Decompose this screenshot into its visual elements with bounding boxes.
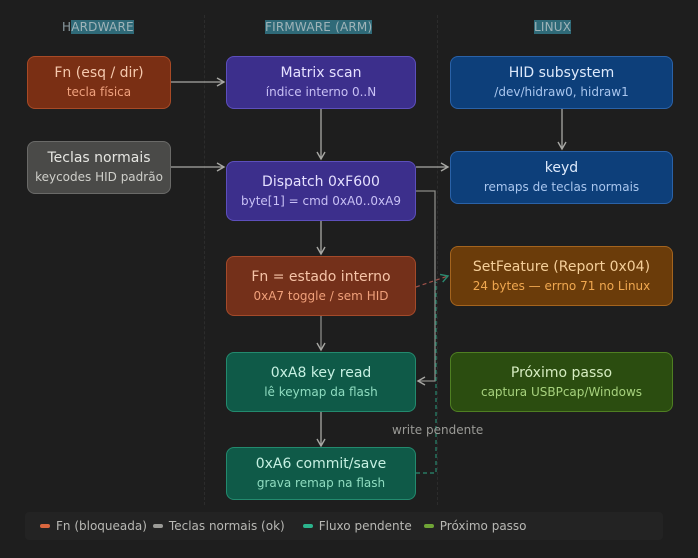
legend-swatch [302, 524, 313, 528]
legend-label: Fn (bloqueada) [56, 519, 147, 533]
node-title: Fn = estado interno [251, 268, 391, 285]
column-title-hardware-rest: ARDWARE [71, 20, 134, 34]
node-subtitle: captura USBPcap/Windows [480, 384, 643, 399]
column-separator [437, 15, 438, 505]
node-subtitle: lê keymap da flash [264, 384, 378, 399]
legend-swatch [423, 524, 434, 528]
node-title: SetFeature (Report 0x04) [472, 258, 651, 275]
node-title: 0xA8 key read [270, 364, 372, 381]
node-subtitle: /dev/hidraw0, hidraw1 [494, 85, 629, 99]
legend-item-fn-blocked: Fn (bloqueada) [40, 519, 147, 533]
edge-fnstate-to-setfeature [415, 273, 450, 288]
node-subtitle: keycodes HID padrão [35, 170, 163, 184]
node-set-feature[interactable]: SetFeature (Report 0x04) 24 bytes — errn… [450, 246, 673, 306]
legend-swatch [40, 524, 50, 528]
node-commit[interactable]: 0xA6 commit/save grava remap na flash [226, 447, 416, 500]
edge-label-write-pending: write pendente [392, 423, 484, 437]
legend-label: Fluxo pendente [318, 519, 412, 533]
node-subtitle: grava remap na flash [256, 476, 386, 490]
legend-swatch [152, 524, 163, 528]
node-subtitle: byte[1] = cmd 0xA0..0xA9 [241, 193, 401, 208]
node-title: keyd [544, 160, 579, 176]
node-title: Teclas normais [47, 150, 151, 166]
column-title-linux: LINUX [534, 20, 572, 34]
node-subtitle: tecla física [66, 85, 132, 99]
node-hid-subsystem[interactable]: HID subsystem /dev/hidraw0, hidraw1 [450, 56, 673, 109]
column-title-hardware: HARDWARE [62, 20, 134, 34]
node-dispatch[interactable]: Dispatch 0xF600 byte[1] = cmd 0xA0..0xA9 [226, 161, 416, 221]
edge-commit-to-setfeature [416, 282, 437, 474]
node-title: Próximo passo [510, 364, 613, 381]
column-title-firmware: FIRMWARE (ARM) [265, 20, 373, 34]
node-title: Dispatch 0xF600 [262, 173, 380, 190]
column-separator [204, 15, 205, 505]
legend-item-next-step: Próximo passo [423, 519, 527, 533]
legend-label: Próximo passo [439, 519, 527, 533]
node-subtitle: índice interno 0..N [265, 85, 377, 99]
edge-dispatch-to-keyread [416, 190, 436, 386]
node-title: HID subsystem [508, 65, 615, 81]
legend-label: Teclas normais (ok) [168, 519, 285, 533]
node-subtitle: remaps de teclas normais [483, 180, 640, 194]
column-title-linux-text: LINUX [534, 20, 572, 34]
legend-item-normal-keys: Teclas normais (ok) [152, 519, 285, 533]
node-title: 0xA6 commit/save [255, 456, 387, 472]
node-next-step[interactable]: Próximo passo captura USBPcap/Windows [450, 352, 673, 412]
node-keyd[interactable]: keyd remaps de teclas normais [450, 151, 673, 204]
column-title-firmware-text: FIRMWARE (ARM) [265, 20, 373, 34]
node-subtitle: 24 bytes — errno 71 no Linux [472, 278, 651, 293]
legend-item-pending-flow: Fluxo pendente [302, 519, 412, 533]
node-title: Fn (esq / dir) [54, 65, 144, 81]
column-title-hardware-first: H [62, 20, 72, 34]
legend: Fn (bloqueada) Teclas normais (ok) Fluxo… [25, 512, 663, 540]
node-fn-state[interactable]: Fn = estado interno 0xA7 toggle / sem HI… [226, 256, 416, 316]
node-key-read[interactable]: 0xA8 key read lê keymap da flash [226, 352, 416, 412]
node-title: Matrix scan [280, 65, 362, 81]
node-subtitle: 0xA7 toggle / sem HID [253, 288, 389, 303]
node-normal-keys[interactable]: Teclas normais keycodes HID padrão [27, 141, 171, 194]
node-fn-key[interactable]: Fn (esq / dir) tecla física [27, 56, 171, 109]
node-matrix-scan[interactable]: Matrix scan índice interno 0..N [226, 56, 416, 109]
